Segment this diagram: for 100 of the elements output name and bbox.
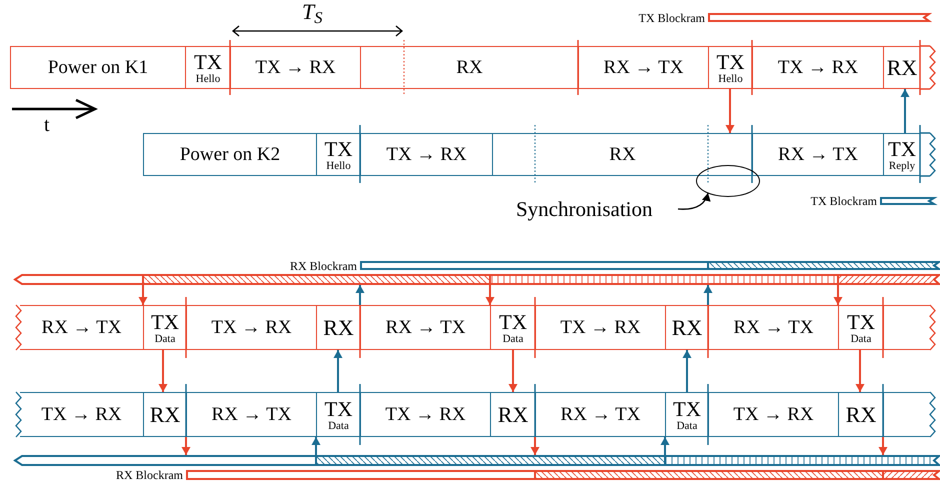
segment-sublabel: Data — [850, 332, 872, 344]
segment-label: Power on K2 — [180, 142, 280, 166]
timeline-segment — [708, 46, 752, 89]
segment-label: TX — [673, 398, 701, 420]
annotation-text: Synchronisation — [516, 196, 676, 222]
timeline-segment — [186, 305, 316, 350]
arrow — [508, 350, 518, 392]
arrow — [356, 285, 364, 305]
segment-label: RX — [498, 402, 528, 426]
memory-bar — [15, 455, 940, 466]
segment-label: RX — [323, 316, 354, 340]
segment-label: RX — [886, 56, 918, 80]
timeline-segment — [316, 305, 360, 350]
arrow — [182, 437, 190, 455]
timeline-segment — [316, 392, 360, 437]
timeline-segment — [490, 305, 535, 350]
memory-bar — [708, 13, 930, 22]
dimension-label: T$_{S}$ — [302, 0, 322, 24]
timeline-segment — [316, 133, 360, 176]
bar-label: TX Blockram — [810, 193, 877, 209]
bar-label: TX Blockram — [638, 10, 705, 26]
arrow — [856, 350, 864, 392]
memory-bar — [15, 274, 940, 285]
timeline-segment — [665, 392, 708, 437]
segment-label: TX → RX — [778, 56, 858, 80]
timeline-segment — [186, 392, 316, 437]
timeline-segment — [360, 392, 490, 437]
timeline-segment — [665, 305, 708, 350]
segment-label: RX → TX — [386, 316, 466, 340]
segment-label: TX — [151, 310, 179, 332]
segment-label: RX — [609, 142, 636, 166]
segment-label: TX — [324, 398, 352, 420]
segment-label: TX → RX — [733, 402, 814, 426]
segment-label: TX → RX — [211, 316, 292, 340]
timeline-segment — [708, 392, 838, 437]
memory-bar — [186, 470, 940, 480]
timeline-segment — [143, 305, 186, 350]
timeline-segment — [752, 133, 883, 176]
segment-sublabel: Data — [502, 332, 524, 344]
segment-label: RX → TX — [604, 56, 684, 80]
segment-label: RX — [150, 402, 180, 426]
timeline-segment — [883, 46, 920, 89]
arrow — [138, 285, 148, 305]
arrow — [486, 285, 494, 305]
memory-bar — [360, 261, 940, 270]
segment-label: RX → TX — [734, 316, 814, 340]
segment-label: TX — [194, 50, 222, 72]
timeline-segment — [185, 46, 230, 89]
arrow — [530, 437, 540, 455]
segment-label: TX — [716, 50, 744, 72]
timeline-segment — [10, 46, 185, 89]
segment-sublabel: Hello — [196, 72, 220, 84]
segment-label: RX → TX — [42, 316, 122, 340]
segment-label: RX — [846, 402, 876, 426]
segment-label: TX → RX — [385, 402, 466, 426]
segment-sublabel: Data — [676, 420, 698, 432]
highlight-ellipse — [696, 165, 760, 197]
timeline-segment — [143, 133, 316, 176]
timeline-segment — [578, 46, 708, 89]
timeline-segment — [535, 305, 665, 350]
timeline-segment — [360, 133, 492, 176]
segment-label: RX — [672, 316, 702, 340]
bar-label: RX Blockram — [290, 258, 357, 274]
segment-label: RX → TX — [212, 402, 292, 426]
segment-sublabel: Hello — [718, 72, 743, 84]
timeline-segment — [490, 392, 535, 437]
segment-label: RX → TX — [778, 142, 858, 166]
segment-sublabel: Data — [154, 332, 176, 344]
timeline-segment — [492, 133, 752, 176]
segment-label: TX → RX — [255, 56, 336, 80]
timeline-segment — [752, 46, 883, 89]
timeline-segment — [20, 305, 143, 350]
segment-label: TX → RX — [386, 142, 467, 166]
segment-sublabel: Data — [328, 420, 349, 432]
arrow — [900, 89, 910, 133]
timeline-segment — [143, 392, 186, 437]
segment-sublabel: Reply — [888, 160, 916, 172]
segment-label: TX — [499, 310, 527, 332]
timeline-segment — [838, 392, 883, 437]
segment-label: TX — [847, 310, 875, 332]
arrow — [660, 437, 670, 455]
timeline-segment — [230, 46, 360, 89]
segment-sublabel: Hello — [326, 160, 351, 172]
timeline-segment — [20, 392, 143, 437]
timeline-segment — [708, 305, 838, 350]
timeline-segment — [883, 392, 930, 437]
segment-label: TX → RX — [41, 402, 122, 426]
arrow — [878, 437, 888, 455]
segment-label: RX → TX — [560, 402, 640, 426]
memory-bar — [880, 197, 935, 205]
arrow — [682, 350, 692, 392]
timeline-segment — [883, 133, 920, 176]
arrow — [334, 350, 342, 392]
segment-label: Power on K1 — [48, 56, 148, 80]
timeline-segment — [883, 305, 930, 350]
segment-label: TX — [324, 138, 352, 160]
arrow — [834, 285, 842, 305]
timeline-segment — [535, 392, 665, 437]
timeline-segment — [360, 46, 578, 89]
arrow — [704, 285, 712, 305]
